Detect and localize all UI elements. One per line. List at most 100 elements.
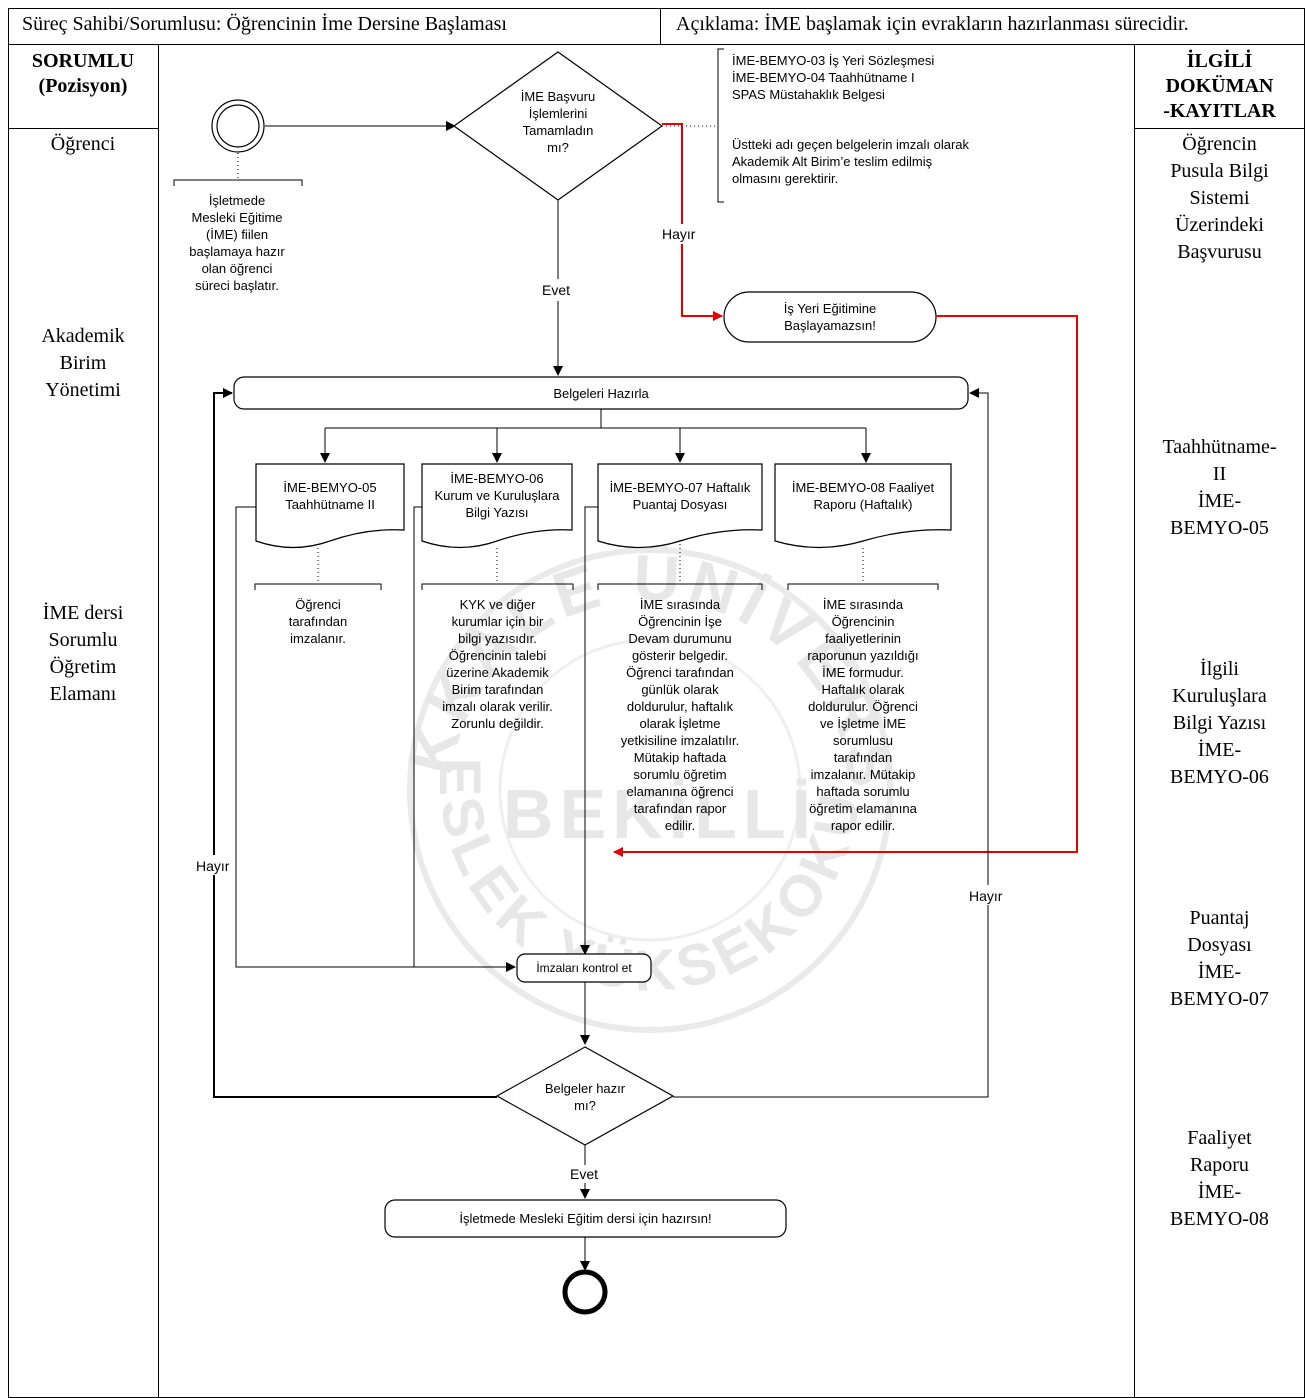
note-line: imzalanır. Mütakip xyxy=(810,767,916,782)
doc-line: Taahhütname- xyxy=(1162,436,1277,458)
doc-line: Kuruluşlara xyxy=(1172,685,1267,707)
no-label-right-loop: Hayır xyxy=(969,888,1003,904)
decision-line: İşlemlerini xyxy=(528,106,588,121)
role-student: Öğrenci xyxy=(8,131,158,158)
no-label-left-loop: Hayır xyxy=(196,858,230,874)
documents-column-title: İLGİLİ DOKÜMAN -KAYITLAR xyxy=(1134,49,1305,124)
process-owner-header: Süreç Sahibi/Sorumlusu: Öğrencinin İme D… xyxy=(22,13,507,35)
decision-line: mı? xyxy=(574,1098,596,1113)
role-line: İME dersi xyxy=(42,602,124,624)
document-title-line: Taahhütname II xyxy=(285,497,375,512)
note-line: ve İşletme İME xyxy=(820,716,906,731)
note-line: haftada sorumlu xyxy=(816,784,910,799)
note-line: Haftalık olarak xyxy=(821,682,905,697)
yes-label-decision2: Evet xyxy=(570,1166,599,1182)
role-instructor: İME dersi Sorumlu Öğretim Elamanı xyxy=(8,600,158,708)
doc-line: Puantaj xyxy=(1189,907,1250,929)
decision-line: Belgeler hazır xyxy=(544,1081,626,1096)
doc-line: Raporu xyxy=(1190,1154,1249,1176)
document-taahhutname-ii xyxy=(255,463,405,549)
responsible-column-title: SORUMLU (Pozisyon) xyxy=(8,49,158,99)
note-line: Öğrenci tarafından xyxy=(626,665,734,680)
check-signatures-activity xyxy=(516,953,652,983)
note-line: İME formudur. xyxy=(822,665,904,680)
note-line: doldurulur, haftalık xyxy=(626,699,734,714)
doc-line: Öğrencin xyxy=(1182,133,1257,155)
doc-line: Dosyası xyxy=(1187,934,1252,956)
note-line: bilgi yazısıdır. xyxy=(458,631,537,646)
note-line: SPAS Müstahaklık Belgesi xyxy=(732,87,885,102)
document-puantaj-dosyasi-note: İME sırasında Öğrencinin İşe Devam durum… xyxy=(596,596,764,834)
doc-line: İME- xyxy=(1197,1181,1242,1203)
doc-line: Sistemi xyxy=(1189,187,1250,209)
doc-record-application: Öğrencin Pusula Bilgi Sistemi Üzerindeki… xyxy=(1134,131,1305,266)
note-line: edilir. xyxy=(664,818,696,833)
document-title-line: Raporu (Haftalık) xyxy=(813,497,913,512)
document-faaliyet-raporu-note: İME sırasında Öğrencinin faaliyetlerinin… xyxy=(784,596,942,834)
document-kurum-bilgi-yazisi-note: KYK ve diğer kurumlar için bir bilgi yaz… xyxy=(420,596,575,732)
note-line: Mütakip haftada xyxy=(633,750,727,765)
note-line: tarafından xyxy=(833,750,893,765)
note-line: sorumlu öğretim xyxy=(633,767,727,782)
note-line: İME-BEMYO-03 İş Yeri Sözleşmesi xyxy=(732,53,935,68)
start-annotation: İşletmede Mesleki Eğitime (İME) fiilen b… xyxy=(162,192,312,294)
note-line: Öğrencinin talebi xyxy=(448,648,547,663)
note-line: İşletmede xyxy=(208,193,266,208)
doc-line: BEMYO-07 xyxy=(1170,988,1269,1010)
flow-no-upper xyxy=(662,123,683,224)
note-line: kurumlar için bir xyxy=(451,614,544,629)
role-line: Elamanı xyxy=(49,683,117,705)
note-line: Öğrenci xyxy=(295,597,341,612)
responsible-title-line2: (Pozisyon) xyxy=(38,75,128,97)
ready-label: İşletmede Mesleki Eğitim dersi için hazı… xyxy=(459,1211,712,1226)
role-line: Birim xyxy=(59,352,107,374)
document-kurum-bilgi-yazisi xyxy=(421,463,573,549)
note-line: doldurulur. Öğrenci xyxy=(808,699,918,714)
svg-text:BEKİLLİ: BEKİLLİ xyxy=(503,775,817,853)
flow-cannot-start-to-end xyxy=(613,315,1078,857)
note-line: süreci başlatır. xyxy=(195,278,279,293)
note-line: günlük olarak xyxy=(641,682,719,697)
note-line: KYK ve diğer xyxy=(459,597,536,612)
note-line: Akademik Alt Birim’e teslim edilmiş xyxy=(732,154,933,169)
role-line: Öğrenci xyxy=(50,133,116,155)
doc-line: İME- xyxy=(1197,490,1242,512)
note-line: yetkisiline imzalatılır. xyxy=(620,733,740,748)
cannot-start-label: İş Yeri Eğitimine Başlayamazsın! xyxy=(724,300,936,334)
doc-record-bemyo07: Puantaj Dosyası İME- BEMYO-07 xyxy=(1134,905,1305,1013)
note-line: rapor edilir. xyxy=(830,818,896,833)
responsible-title-line1: SORUMLU xyxy=(31,50,135,72)
terminator-line: İş Yeri Eğitimine xyxy=(783,301,877,316)
note-line: Birim tarafından xyxy=(451,682,544,697)
decision-line: mı? xyxy=(547,140,569,155)
document-faaliyet-raporu xyxy=(774,463,952,549)
note-line: faaliyetlerinin xyxy=(825,631,901,646)
flow-no-right-lower xyxy=(673,905,989,1098)
flow-no-to-cannot-start xyxy=(681,244,723,321)
note-line: İME sırasında xyxy=(639,597,721,612)
decision-line: İME Başvuru xyxy=(520,89,596,104)
process-description-header: Açıklama: İME başlamak için evrakların h… xyxy=(676,13,1189,35)
documents-title-line1: İLGİLİ xyxy=(1186,50,1253,72)
start-annotation-bracket xyxy=(173,179,303,186)
document-title-line: Kurum ve Kuruluşlara xyxy=(434,488,560,503)
doc-line: Üzerindeki xyxy=(1175,214,1264,236)
note-line: olmasını gerektirir. xyxy=(732,171,839,186)
document-title-line: İME-BEMYO-07 Haftalık xyxy=(609,480,751,495)
role-line: Yönetimi xyxy=(45,379,121,401)
doc-line: Bilgi Yazısı xyxy=(1172,712,1267,734)
note-line: sorumlusu xyxy=(833,733,893,748)
document-title-line: İME-BEMYO-06 xyxy=(450,471,544,486)
note-line: üzerine Akademik xyxy=(446,665,549,680)
note-line: (İME) fiilen xyxy=(205,227,269,242)
document-title-line: İME-BEMYO-08 Faaliyet xyxy=(791,480,935,495)
note-line: elamanına öğrenci xyxy=(626,784,734,799)
doc-line: Faaliyet xyxy=(1187,1127,1252,1149)
document-title-line: Bilgi Yazısı xyxy=(465,505,529,520)
note-line: imzalanır. xyxy=(290,631,346,646)
check-signatures-label: İmzaları kontrol et xyxy=(536,961,632,975)
document-title-line: Puantaj Dosyası xyxy=(632,497,728,512)
role-line: Akademik xyxy=(41,325,125,347)
flow-no-right-upper xyxy=(969,388,989,885)
